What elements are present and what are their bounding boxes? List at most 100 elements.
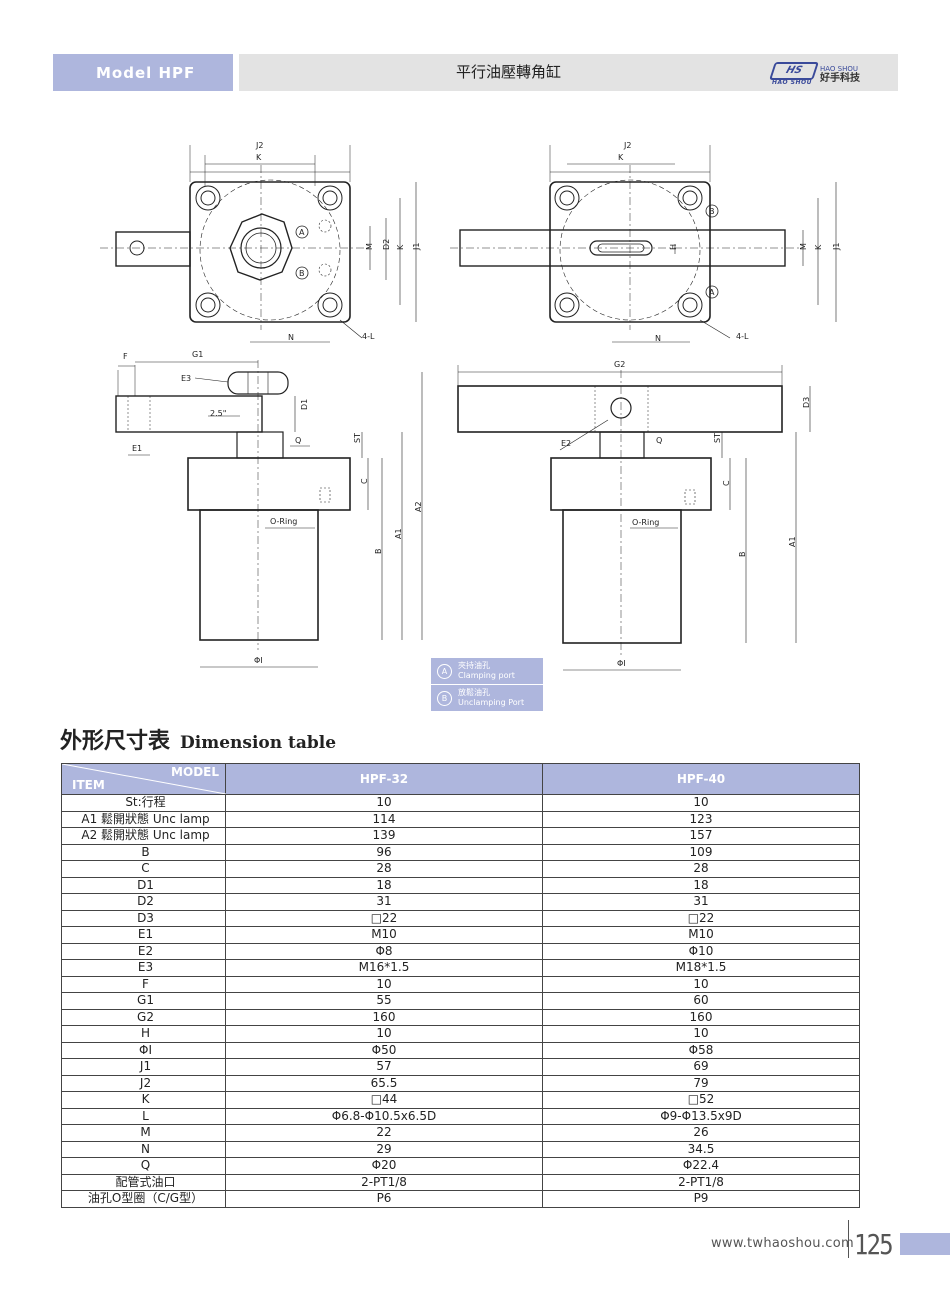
hpf40-value-cell: □52 bbox=[542, 1091, 860, 1109]
column-header-hpf32: HPF-32 bbox=[225, 763, 543, 795]
footer-accent-bar bbox=[900, 1233, 950, 1255]
table-header-row: MODEL ITEM HPF-32 HPF-40 bbox=[61, 763, 860, 795]
label-b: B bbox=[374, 549, 383, 555]
legend-clamping-en: Clamping port bbox=[458, 671, 515, 680]
hpf32-value-cell: 22 bbox=[225, 1124, 543, 1142]
logo-en: HAO SHOU bbox=[820, 65, 859, 73]
label-4l-r: 4-L bbox=[736, 332, 749, 341]
footer-url: www.twhaoshou.com bbox=[711, 1236, 854, 1251]
label-inch: 2.5" bbox=[210, 409, 226, 418]
row-item-cell: N bbox=[61, 1140, 226, 1158]
label-k-rv: K bbox=[814, 244, 823, 250]
corner-item: ITEM bbox=[72, 778, 105, 792]
hpf40-value-cell: 31 bbox=[542, 893, 860, 911]
technical-drawings: J2 K N 4-L M D2 K J1 A B bbox=[100, 141, 841, 671]
label-phi-i-r: ΦI bbox=[617, 659, 626, 668]
label-a1: A1 bbox=[394, 528, 403, 539]
hpf32-value-cell: 31 bbox=[225, 893, 543, 911]
label-m-r: M bbox=[799, 243, 808, 250]
column-header-hpf40: HPF-40 bbox=[542, 763, 860, 795]
row-item-cell: H bbox=[61, 1025, 226, 1043]
page-number: 125 bbox=[854, 1228, 894, 1261]
hpf32-value-cell: 139 bbox=[225, 827, 543, 845]
label-k-r: K bbox=[618, 153, 624, 162]
label-e2: E2 bbox=[561, 439, 571, 448]
hpf40-value-cell: 10 bbox=[542, 975, 860, 993]
model-label: Model HPF bbox=[53, 54, 233, 91]
row-item-cell: B bbox=[61, 843, 226, 861]
label-j1: J1 bbox=[412, 243, 421, 251]
row-item-cell: D2 bbox=[61, 893, 226, 911]
label-phi-i: ΦI bbox=[254, 656, 263, 665]
row-item-cell: J2 bbox=[61, 1074, 226, 1092]
corner-diagonal bbox=[62, 764, 226, 794]
row-item-cell: ΦI bbox=[61, 1041, 226, 1059]
row-item-cell: E2 bbox=[61, 942, 226, 960]
label-f: F bbox=[123, 352, 128, 361]
row-item-cell: E1 bbox=[61, 926, 226, 944]
side-view-left-labels: F G1 E3 2.5" E1 D1 Q ST C B A1 A2 O-Ring… bbox=[123, 350, 423, 665]
hpf40-value-cell: Φ58 bbox=[542, 1041, 860, 1059]
hpf40-value-cell: 2-PT1/8 bbox=[542, 1173, 860, 1191]
label-b-r: B bbox=[738, 552, 747, 558]
label-d2: D2 bbox=[382, 239, 391, 250]
hpf40-value-cell: 34.5 bbox=[542, 1140, 860, 1158]
port-a-label: A bbox=[299, 228, 305, 237]
hpf32-value-cell: Φ6.8-Φ10.5x6.5D bbox=[225, 1107, 543, 1125]
hpf40-value-cell: Φ10 bbox=[542, 942, 860, 960]
row-item-cell: 油孔O型圈（C/G型） bbox=[61, 1190, 226, 1208]
hpf40-value-cell: 109 bbox=[542, 843, 860, 861]
port-a-label-r: A bbox=[709, 288, 715, 297]
label-j2: J2 bbox=[255, 141, 263, 150]
hpf32-value-cell: 55 bbox=[225, 992, 543, 1010]
label-h: H bbox=[669, 244, 678, 250]
label-k: K bbox=[256, 153, 262, 162]
label-q-r: Q bbox=[656, 436, 662, 445]
label-n-r: N bbox=[655, 334, 661, 343]
corner-model: MODEL bbox=[171, 765, 219, 779]
side-view-right-labels: G2 D3 E2 Q ST C B A1 O-Ring ΦI bbox=[561, 360, 811, 668]
hpf40-value-cell: M10 bbox=[542, 926, 860, 944]
hpf40-value-cell: 10 bbox=[542, 794, 860, 812]
row-item-cell: K bbox=[61, 1091, 226, 1109]
hpf40-value-cell: 123 bbox=[542, 810, 860, 828]
hpf40-value-cell: 10 bbox=[542, 1025, 860, 1043]
logo-mark: HS bbox=[769, 62, 819, 80]
hpf40-value-cell: 60 bbox=[542, 992, 860, 1010]
row-item-cell: A2 鬆開狀態 Unc lamp bbox=[61, 827, 226, 845]
label-g1: G1 bbox=[192, 350, 203, 359]
row-item-cell: Q bbox=[61, 1157, 226, 1175]
label-j1-r: J1 bbox=[832, 243, 841, 251]
legend-row-unclamping: B 放鬆油孔 Unclamping Port bbox=[431, 684, 543, 711]
label-a2: A2 bbox=[414, 501, 423, 512]
hpf32-value-cell: 65.5 bbox=[225, 1074, 543, 1092]
side-view-right bbox=[457, 365, 811, 671]
hpf40-value-cell: M18*1.5 bbox=[542, 959, 860, 977]
port-b-label-r: B bbox=[709, 207, 715, 216]
hpf32-value-cell: 57 bbox=[225, 1058, 543, 1076]
label-e1: E1 bbox=[132, 444, 142, 453]
row-item-cell: 配管式油口 bbox=[61, 1173, 226, 1191]
hpf40-value-cell: 69 bbox=[542, 1058, 860, 1076]
hpf32-value-cell: □22 bbox=[225, 909, 543, 927]
label-n: N bbox=[288, 333, 294, 342]
logo-sub: HAO SHOU bbox=[772, 79, 812, 86]
table-row: K□44□52 bbox=[61, 1091, 860, 1109]
